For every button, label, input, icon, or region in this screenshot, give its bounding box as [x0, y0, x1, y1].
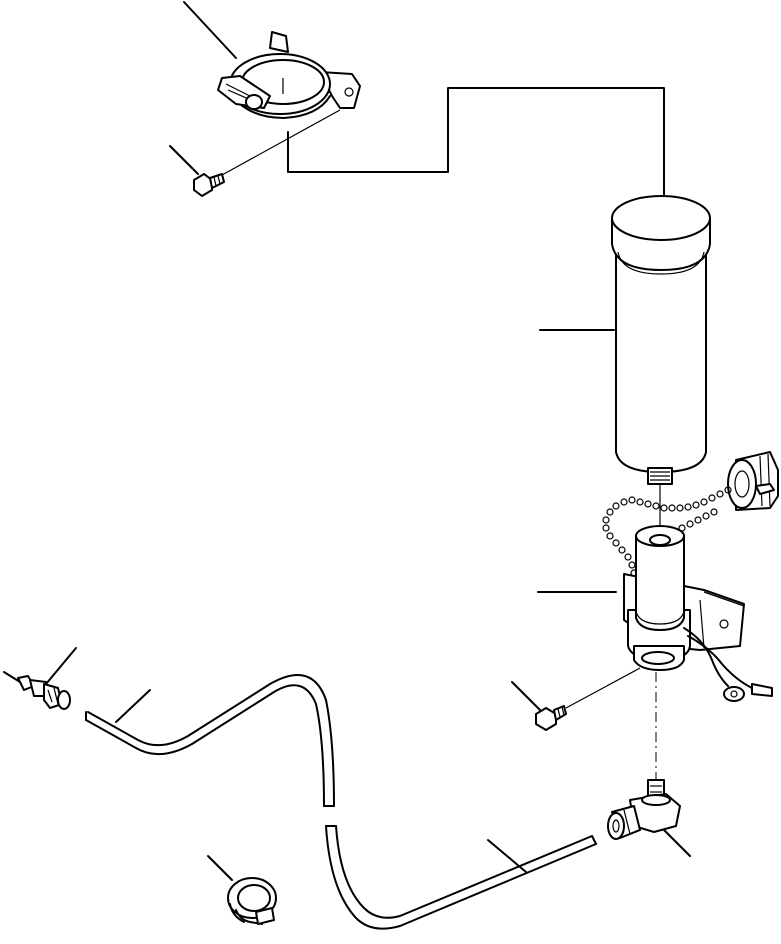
u-tube: [325, 825, 597, 930]
small-clip: [207, 855, 277, 925]
dust-cap-with-chain: [602, 451, 779, 577]
leader-line-clamp-bolt: [169, 145, 199, 175]
bracket-bolt: [511, 667, 641, 731]
connector-line: [287, 87, 665, 197]
leader-line-u-tube: [487, 839, 527, 873]
leader-line-clip: [207, 855, 233, 881]
hose-clamp-bracket: [183, 1, 361, 119]
leader-line-bracket-bolt: [511, 681, 541, 711]
long-tube: [85, 674, 335, 807]
sensor-fitting: [3, 647, 77, 710]
clamp-bolt: [169, 109, 341, 197]
filter-bracket: [537, 525, 773, 702]
elbow-fitting: [607, 779, 691, 857]
leader-line-sensor: [45, 647, 77, 685]
bead-chain: [602, 486, 732, 577]
leader-line-long-tube: [115, 689, 151, 723]
filter-canister: [539, 195, 711, 540]
leader-line-clamp: [183, 1, 237, 59]
